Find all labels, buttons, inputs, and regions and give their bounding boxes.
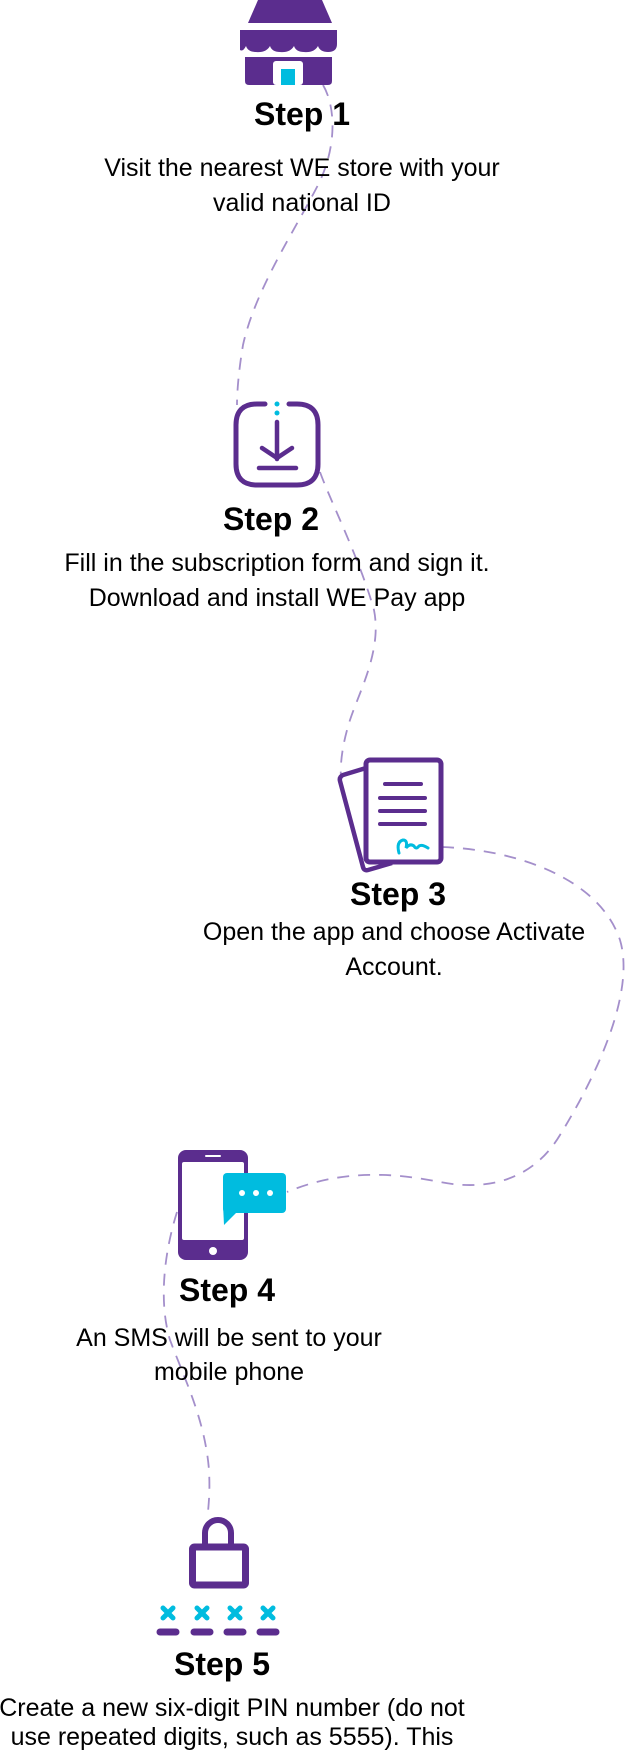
chat-bubble-icon: [223, 1173, 286, 1225]
step-3-description: Open the app and choose Activate Account…: [94, 915, 628, 985]
step-5-title: Step 5: [173, 1646, 271, 1682]
step-4-line-2: mobile phone: [153, 1358, 305, 1386]
step-3-line-2: Account.: [345, 953, 443, 981]
step-2-line-2: Download and install WE Pay app: [88, 584, 466, 612]
step-5-description: Create a new six-digit PIN number (do no…: [0, 1694, 532, 1752]
step-3-line-1: Open the app and choose Activate: [202, 918, 586, 946]
store-icon: [240, 0, 337, 85]
step-4-description: An SMS will be sent to your mobile phone: [0, 1321, 529, 1389]
step-1-line-2: valid national ID: [213, 189, 391, 217]
step-2-description: Fill in the subscription form and sign i…: [0, 546, 577, 616]
step-1-line-1: Visit the nearest WE store with your: [104, 154, 500, 182]
download-icon: [233, 401, 321, 488]
dashed-connector-path: [162, 84, 625, 1513]
step-1-title: Step 1: [253, 96, 351, 132]
step-5-line-2: use repeated digits, such as 5555). This: [10, 1723, 454, 1751]
phone-sms-icon: [178, 1150, 286, 1260]
step-1-description: Visit the nearest WE store with your val…: [2, 151, 602, 221]
step-3-title: Step 3: [349, 876, 447, 912]
step-4-title: Step 4: [178, 1272, 276, 1308]
signed-document-icon: [337, 757, 444, 873]
lock-pin-icon: [156, 1517, 280, 1636]
step-2-line-1: Fill in the subscription form and sign i…: [64, 549, 490, 577]
step-2-title: Step 2: [222, 501, 320, 537]
step-5-line-1: Create a new six-digit PIN number (do no…: [0, 1694, 465, 1722]
step-4-line-1: An SMS will be sent to your: [76, 1324, 382, 1352]
